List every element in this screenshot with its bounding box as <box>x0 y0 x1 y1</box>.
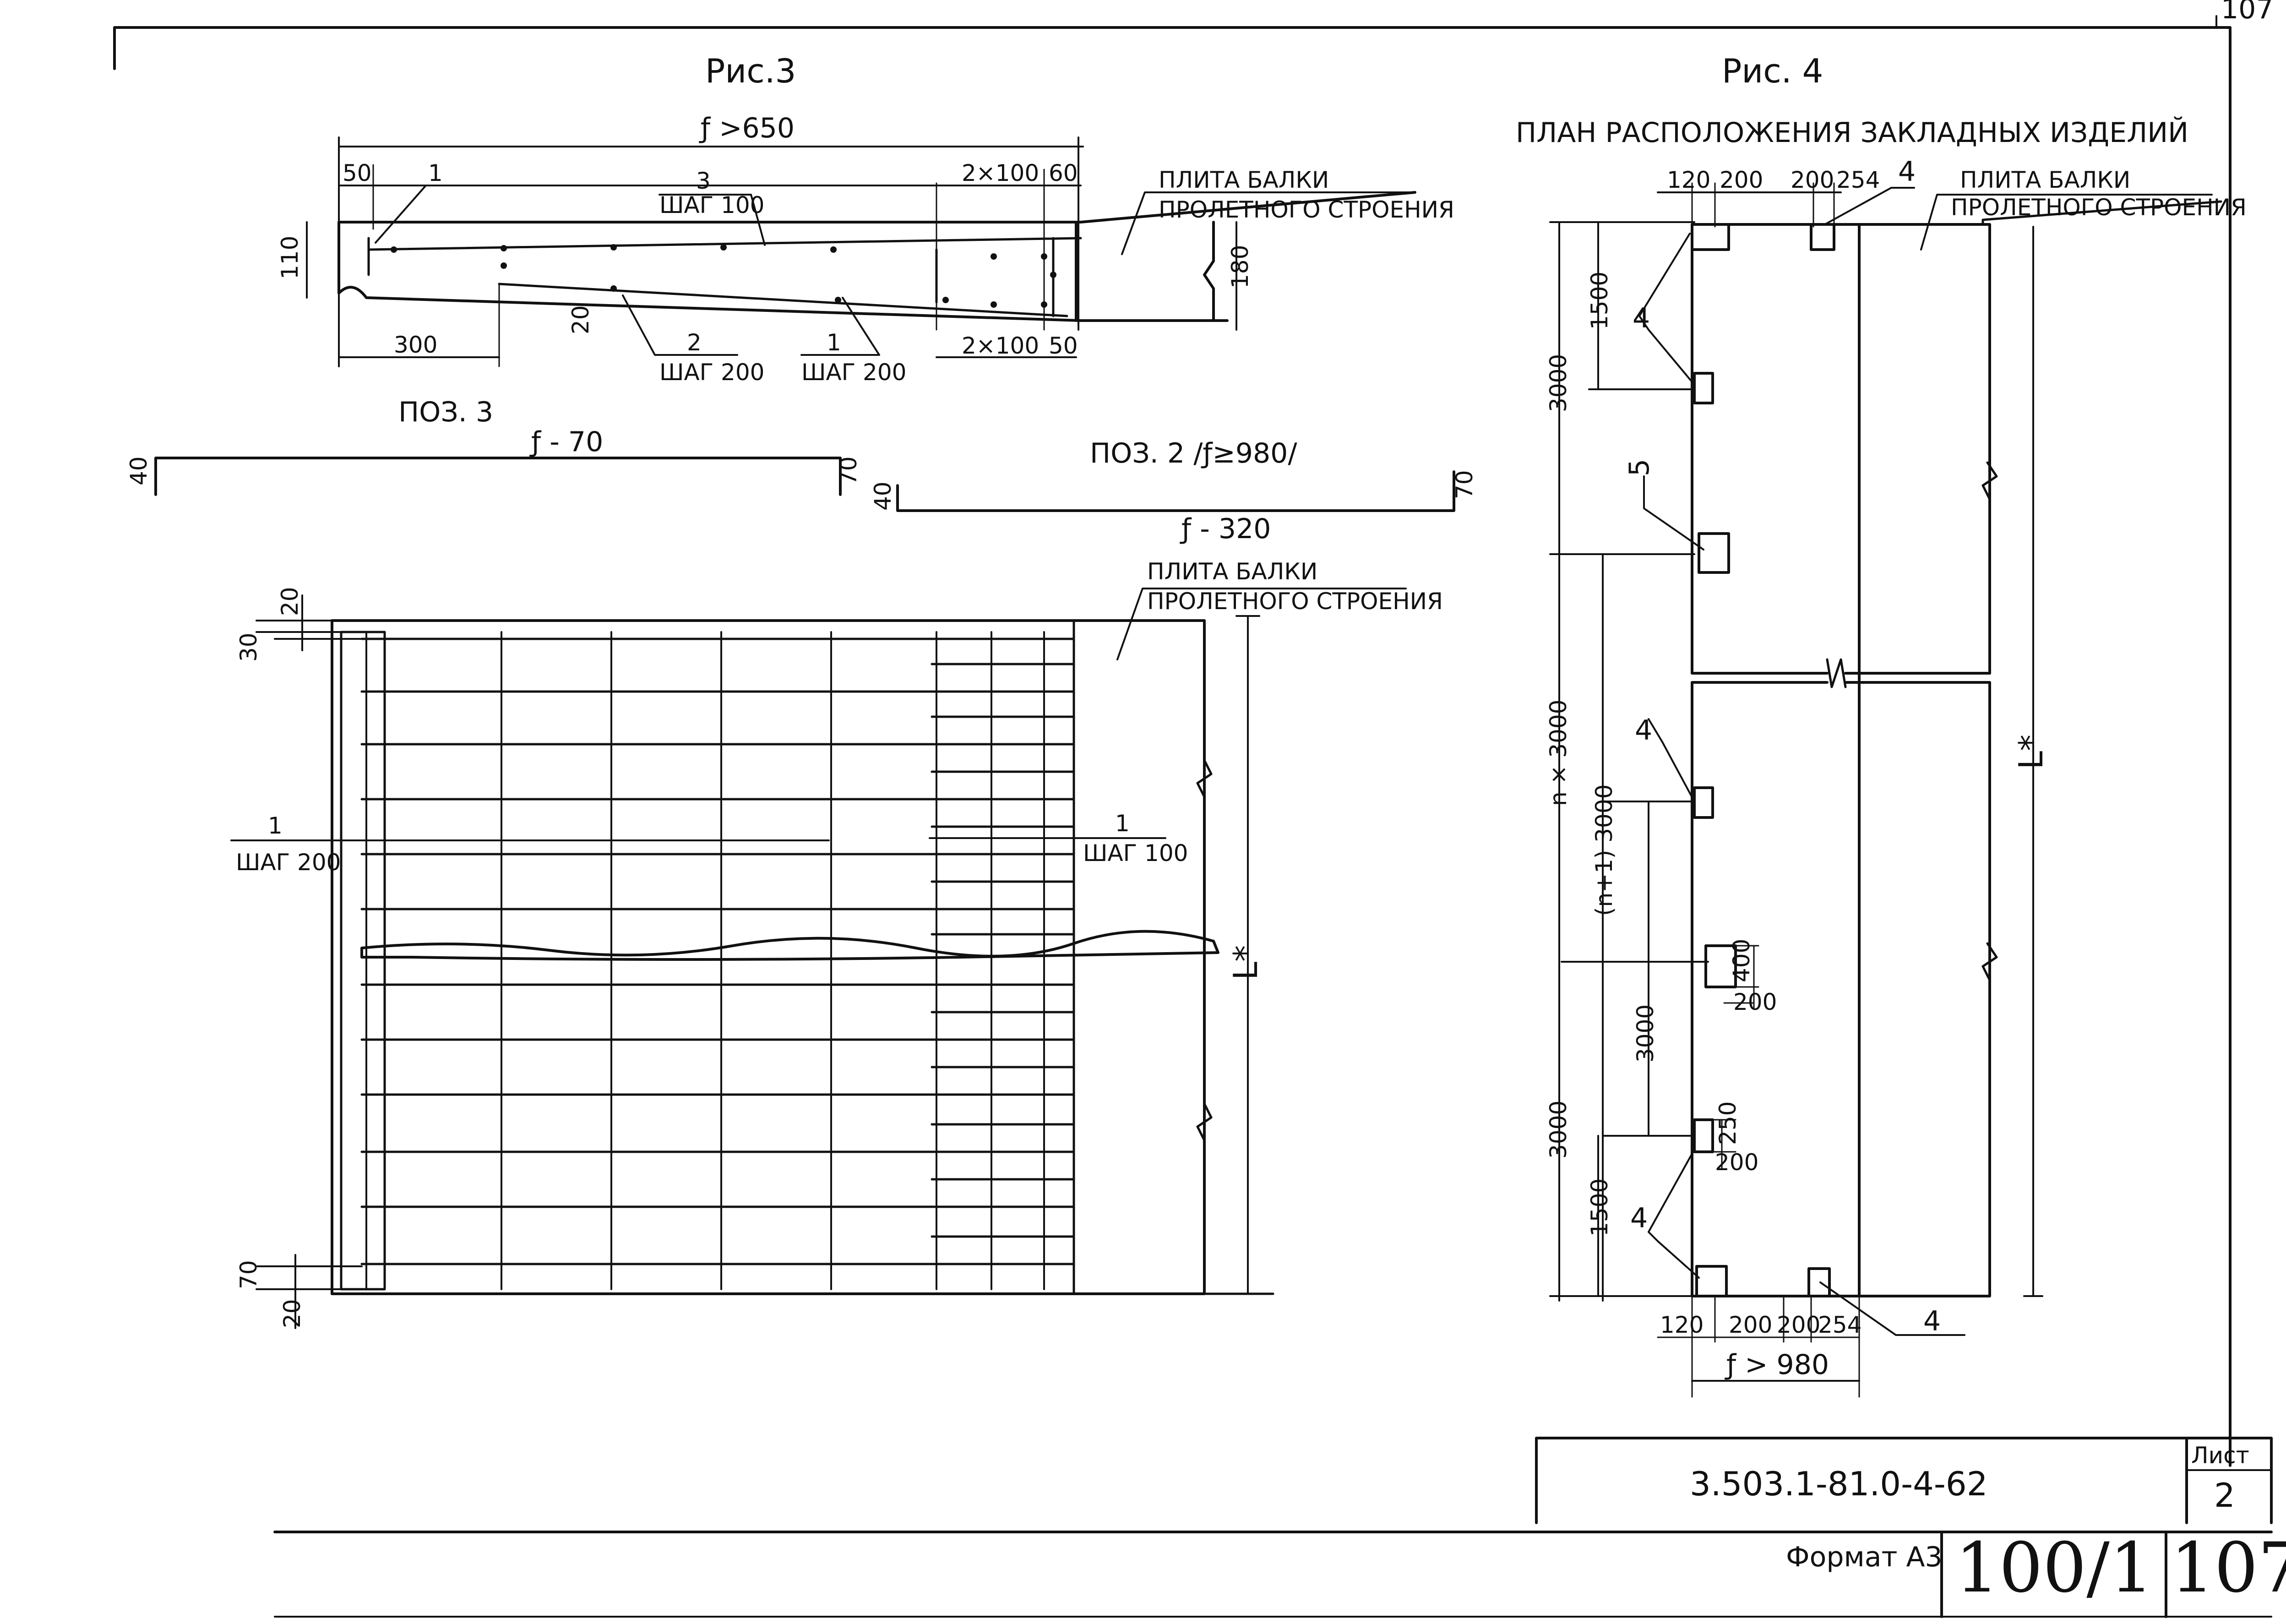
fig4-top-dim-3: 200 <box>1791 167 1834 193</box>
stamp-sheet-label: Лист <box>2191 1442 2249 1469</box>
pos2-label: ПОЗ. 2 /ƒ≥980/ <box>1090 437 1297 469</box>
plan-slab-label-1: ПЛИТА БАЛКИ <box>1147 558 1317 585</box>
fig4-callout-bot-right: 4 <box>1923 1305 1941 1337</box>
fig3-dim-110: 110 <box>277 236 303 279</box>
sheet-frame <box>113 26 2273 1618</box>
title-block <box>1535 1437 2273 1618</box>
pos2-dim-len: ƒ - 320 <box>1180 513 1271 545</box>
pos2-bar: ПОЗ. 2 /ƒ≥980/ 40 70 ƒ - 320 <box>870 437 1478 545</box>
pos3-bar: ПОЗ. 3 ƒ - 70 40 70 <box>125 396 862 496</box>
fig3-callout-2-step: ШАГ 200 <box>659 359 765 386</box>
fig4-f-dim: ƒ > 980 <box>1725 1349 1829 1381</box>
fig3-callout-3: 3 <box>696 168 711 194</box>
fig4-section: Рис. 4 ПЛАН РАСПОЛОЖЕНИЯ ЗАКЛАДНЫХ ИЗДЕЛ… <box>1516 52 2247 1398</box>
plan-slab-label-2: ПРОЛЕТНОГО СТРОЕНИЯ <box>1147 588 1443 615</box>
fig3-dim-60: 60 <box>1049 160 1078 186</box>
pos2-left-h: 40 <box>870 481 896 511</box>
fig4-callout-bot-left: 4 <box>1630 1202 1648 1234</box>
fig4-dim-1500a: 1500 <box>1586 272 1613 330</box>
rebar-plan: 20 30 70 20 1 ШАГ 200 1 ШАГ 100 ПЛИТА БА… <box>230 558 1443 1329</box>
fig4-plate-250: 250 <box>1714 1101 1741 1145</box>
stamp-code: 3.503.1-81.0-4-62 <box>1690 1465 1988 1503</box>
fig4-dim-3000c: 3000 <box>1545 1101 1572 1159</box>
fig3-callout-2: 2 <box>687 329 702 356</box>
fig3-dim-180: 180 <box>1227 245 1253 289</box>
pos2-right-h: 70 <box>1451 470 1478 499</box>
fig4-dim-1500b: 1500 <box>1586 1178 1613 1237</box>
stamp-format: Формат А3 <box>1786 1541 1943 1573</box>
fig3-callout-3-step: ШАГ 100 <box>659 192 765 218</box>
fig4-plate-200a: 200 <box>1733 989 1777 1015</box>
fig4-top-dim-2: 200 <box>1720 167 1763 193</box>
fig3-callout-1a: 1 <box>428 160 443 186</box>
fig3-rebar-dots <box>391 244 1056 308</box>
fig4-bot-dim-3: 200 <box>1777 1312 1820 1338</box>
fig4-top-dim-4: 254 <box>1836 167 1880 193</box>
fig3-dim-50a: 50 <box>343 160 372 186</box>
pos3-right-h: 70 <box>835 456 862 485</box>
fig4-slab-label-1: ПЛИТА БАЛКИ <box>1960 167 2130 193</box>
plan-dim-70: 70 <box>235 1260 262 1289</box>
fig4-dim-n1: (n+1) 3000 <box>1591 784 1617 916</box>
fig3-dim-2x100a: 2×100 <box>962 160 1039 186</box>
fig3-slab-label-1: ПЛИТА БАЛКИ <box>1159 167 1329 193</box>
fig3-title: Рис.3 <box>705 52 796 90</box>
fig4-top-dim-1: 120 <box>1667 167 1710 193</box>
fig3-section: Рис.3 ƒ >650 50 2×100 60 110 180 20 300 <box>277 52 1454 386</box>
fig4-callout-top-right: 4 <box>1898 156 1916 188</box>
fig3-callout-1b: 1 <box>827 329 841 356</box>
fig4-plates <box>1691 223 1835 1297</box>
fig3-callout-1b-step: ШАГ 200 <box>801 359 907 386</box>
fig3-dim-50b: 50 <box>1049 332 1078 359</box>
plan-dim-20top: 20 <box>277 587 303 616</box>
fig4-bot-dim-2: 200 <box>1729 1312 1772 1338</box>
fig4-title: Рис. 4 <box>1722 52 1823 90</box>
fig4-bot-dim-1: 120 <box>1660 1312 1704 1338</box>
stamp-sheet-no: 2 <box>2214 1476 2235 1515</box>
fig3-dim-2x100b: 2×100 <box>962 332 1039 359</box>
plan-left-step: ШАГ 200 <box>236 849 341 876</box>
fig3-dim-top: ƒ >650 <box>699 112 795 144</box>
sheet-corner-number: 107 <box>2221 0 2274 25</box>
fig3-dim-20: 20 <box>567 305 594 334</box>
fig4-L-dim: L* <box>2012 735 2050 769</box>
plan-L-dim: L* <box>1226 945 1265 980</box>
fig4-callout-left-top: 4 <box>1633 302 1650 334</box>
fig4-bot-dim-4: 254 <box>1818 1312 1861 1338</box>
stamp-number-b: 107 <box>2171 1528 2286 1608</box>
plan-right-callout: 1 <box>1115 810 1130 837</box>
fig3-slab-label-2: ПРОЛЕТНОГО СТРОЕНИЯ <box>1159 196 1454 223</box>
fig4-callout-mid: 4 <box>1635 714 1652 747</box>
fig4-dim-n3000: n × 3000 <box>1545 699 1572 806</box>
fig4-subtitle: ПЛАН РАСПОЛОЖЕНИЯ ЗАКЛАДНЫХ ИЗДЕЛИЙ <box>1516 116 2188 149</box>
pos3-left-h: 40 <box>125 456 152 485</box>
fig3-dim-300: 300 <box>394 332 437 358</box>
fig4-dim-3000b: 3000 <box>1632 1004 1659 1063</box>
plan-left-callout: 1 <box>268 812 283 839</box>
plan-dim-30: 30 <box>235 632 262 662</box>
pos3-dim-len: ƒ - 70 <box>529 426 603 458</box>
fig4-slab-label-2: ПРОЛЕТНОГО СТРОЕНИЯ <box>1951 194 2247 221</box>
fig4-callout-5: 5 <box>1623 459 1655 476</box>
fig4-plate-400: 400 <box>1728 939 1755 982</box>
fig4-dim-3000a: 3000 <box>1545 354 1572 412</box>
stamp-number-a: 100/1 <box>1955 1528 2153 1608</box>
plan-dim-20bot: 20 <box>279 1299 305 1328</box>
pos3-label: ПОЗ. 3 <box>398 396 493 428</box>
plan-right-step: ШАГ 100 <box>1083 840 1188 866</box>
fig4-plate-200b: 200 <box>1715 1149 1758 1176</box>
